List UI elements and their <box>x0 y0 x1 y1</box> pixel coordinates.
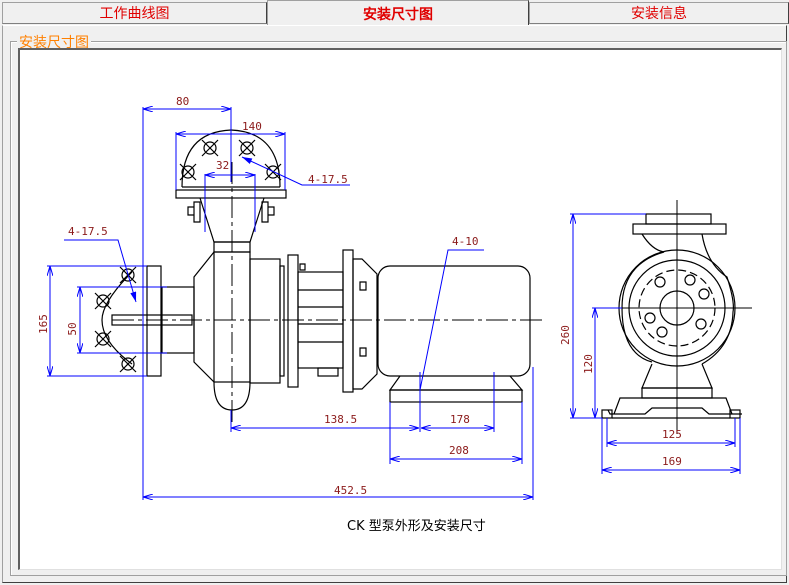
dim-inlet-flange-bore: 50 <box>66 322 79 335</box>
drawing-canvas: 80 140 32 4-17.5 4-17.5 165 50 4-10 138.… <box>18 48 782 570</box>
centerlines <box>112 162 542 422</box>
outlet-flange <box>175 129 287 243</box>
bolt-hole <box>94 330 112 348</box>
bolt-hole <box>94 292 112 310</box>
group-box <box>10 41 787 576</box>
group-title: 安装尺寸图 <box>17 32 91 52</box>
coupling <box>287 249 378 393</box>
dim-foot-hole-span: 178 <box>450 413 470 426</box>
tab-install-info[interactable]: 安装信息 <box>529 2 789 24</box>
end-view <box>594 200 752 434</box>
dim-top-bolts: 4-17.5 <box>308 173 348 186</box>
bolt-hole <box>119 355 137 373</box>
dim-top-flange-bore: 32 <box>216 159 229 172</box>
tab-bar: 工作曲线图 安装信息 安装尺寸图 <box>0 0 789 26</box>
motor <box>377 265 531 403</box>
dim-foot-width: 208 <box>449 444 469 457</box>
side-view <box>94 129 542 422</box>
end-bolt-holes <box>644 274 710 338</box>
dimension-lines <box>47 107 741 500</box>
dim-overall-length: 452.5 <box>334 484 367 497</box>
pump-casing <box>111 241 285 411</box>
dim-top-flange-width: 140 <box>242 120 262 133</box>
dim-top-offset: 80 <box>176 95 189 108</box>
bolt-hole <box>238 139 256 157</box>
dim-overall-height: 260 <box>559 325 572 345</box>
dimension-drawing: 80 140 32 4-17.5 4-17.5 165 50 4-10 138.… <box>37 95 752 534</box>
dim-inlet-bolts: 4-17.5 <box>68 225 108 238</box>
dim-shaft-to-foot: 138.5 <box>324 413 357 426</box>
inlet-flange-bolts <box>94 266 137 373</box>
bolt-hole <box>201 139 219 157</box>
bolt-hole <box>179 163 197 181</box>
dim-base-width: 169 <box>662 455 682 468</box>
tab-install-dimensions[interactable]: 安装尺寸图 <box>267 0 529 26</box>
dim-center-height: 120 <box>582 354 595 374</box>
tab-performance-curve[interactable]: 工作曲线图 <box>2 2 267 24</box>
dim-inlet-flange-outer: 165 <box>37 314 50 334</box>
drawing-caption: CK 型泵外形及安装尺寸 <box>347 519 486 534</box>
dim-base-hole-span: 125 <box>662 428 682 441</box>
dim-motor-feet-bolts: 4-10 <box>452 235 479 248</box>
